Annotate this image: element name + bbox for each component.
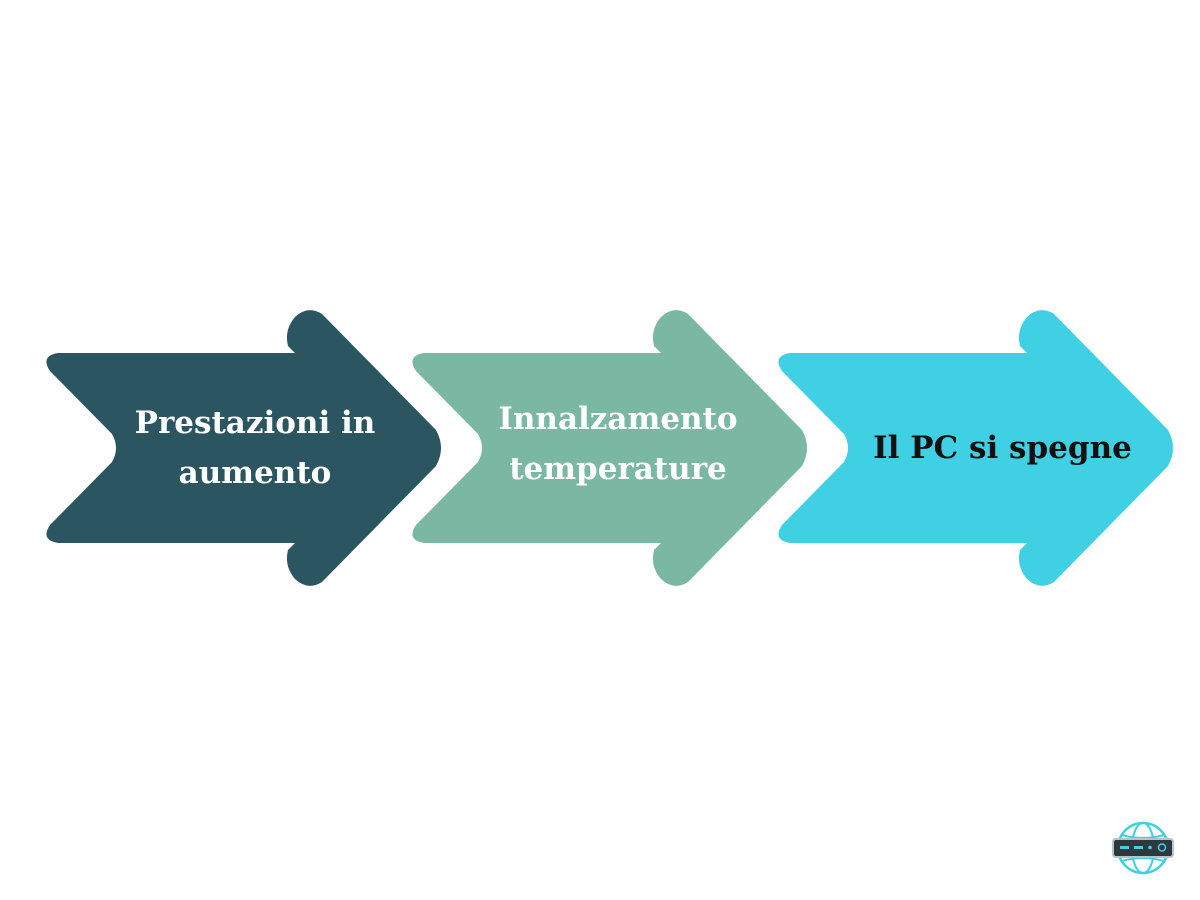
arrow-step-2 [412, 310, 807, 586]
arrow-step-3 [778, 310, 1173, 586]
step-2-label: Innalzamento temperature [498, 401, 738, 487]
step-1-label: Prestazioni in aumento [134, 405, 376, 491]
arrow-step-1 [46, 310, 442, 586]
step-3-label: Il PC si spegne [873, 430, 1132, 466]
globe-router-icon [1112, 821, 1174, 875]
